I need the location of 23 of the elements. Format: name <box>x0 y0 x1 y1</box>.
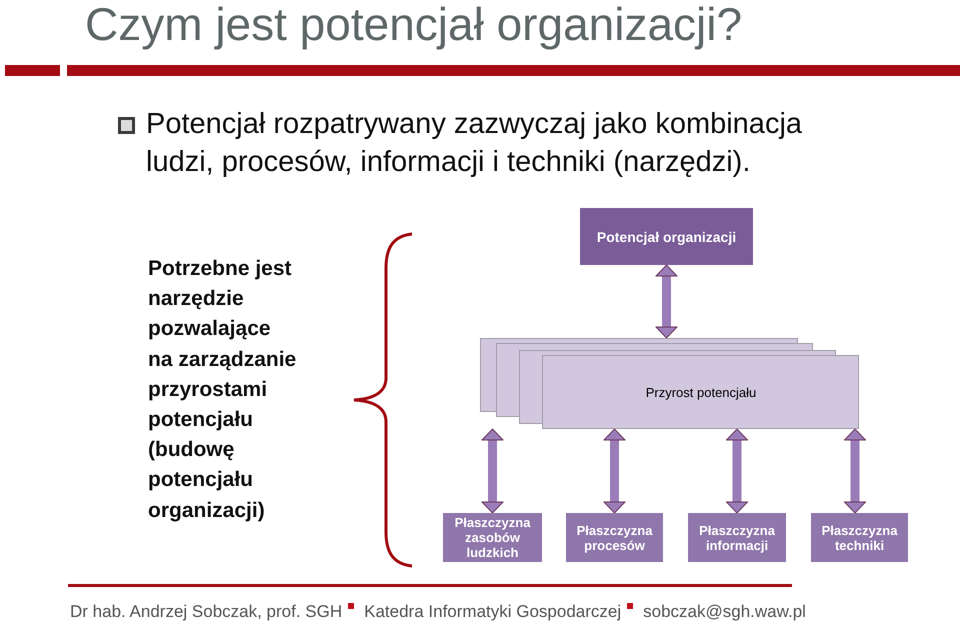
process-box <box>688 513 786 562</box>
double-arrow <box>726 428 748 514</box>
double-arrow <box>844 428 866 514</box>
footer-text: sobczak@sgh.waw.pl <box>643 601 806 622</box>
side-note: Potrzebne jest narzędzie pozwalające na zarządzanie przyrostami potencjału (budowę potencjału organizacji) <box>148 256 298 524</box>
process-box <box>580 208 753 265</box>
process-box <box>566 513 663 562</box>
box-label: Płaszczyzna techniki <box>820 522 898 552</box>
process-box <box>443 513 542 562</box>
slide-title: Czym jest potencjał organizacji? <box>85 0 742 48</box>
process-box <box>811 513 908 562</box>
footer-text: Dr hab. Andrzej Sobczak, prof. SGH <box>70 601 342 622</box>
stacked-box <box>480 338 859 429</box>
double-arrow <box>656 264 678 338</box>
double-arrow <box>604 428 626 514</box>
box-label: Płaszczyzna procesów <box>576 522 654 552</box>
bullet-text: Potencjał rozpatrywany zazwyczaj jako kombinacja ludzi, procesów, informacji i techniki (narzędzi). <box>146 107 804 180</box>
footer-text: Katedra Informatyki Gospodarczej <box>364 601 622 622</box>
double-arrow <box>482 428 504 514</box>
box-label: Potencjał organizacji <box>596 228 736 244</box>
box-label: Płaszczyzna informacji <box>698 522 776 552</box>
box-label: Przyrost potencjału <box>646 385 756 400</box>
box-label: Płaszczyzna zasobów ludzkich <box>454 515 532 560</box>
